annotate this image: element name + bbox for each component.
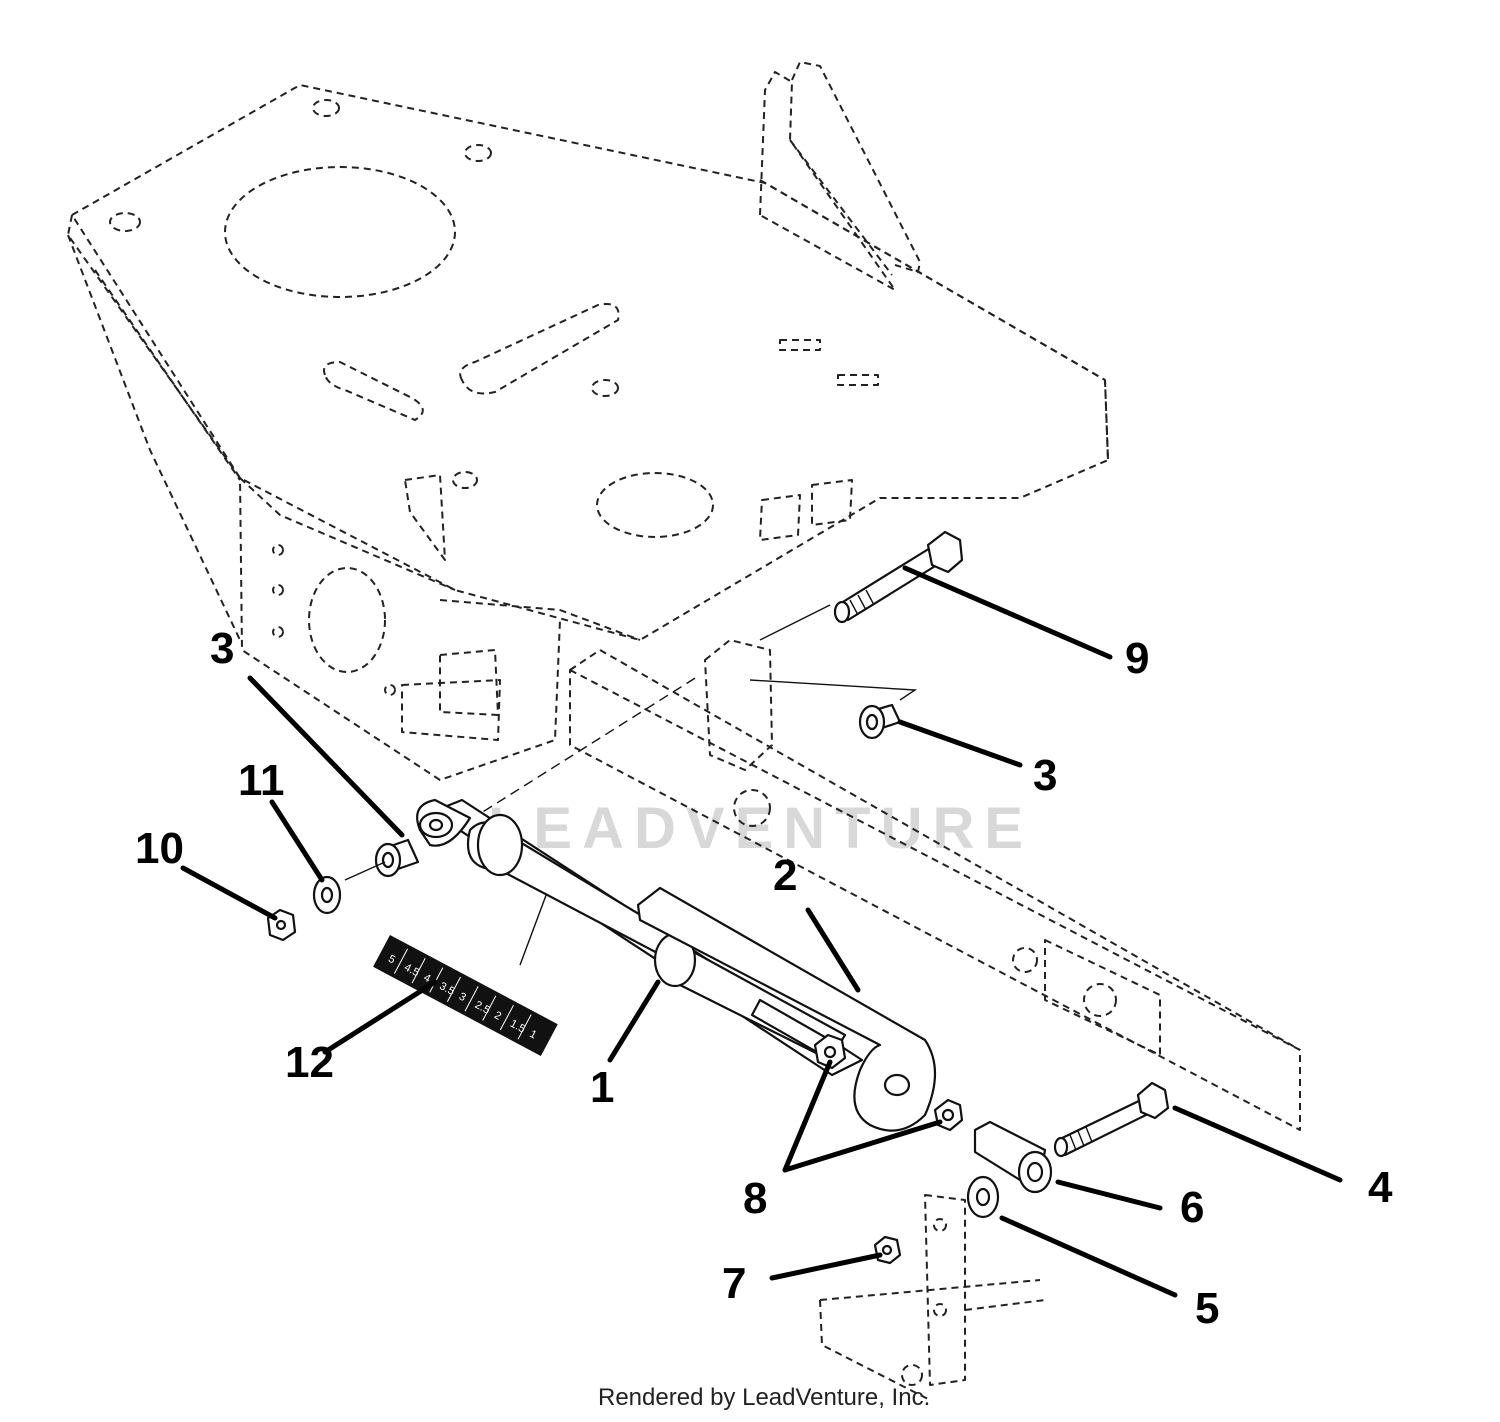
part-9-bolt[interactable] <box>833 530 964 624</box>
decal-label-0: 5 <box>386 953 397 966</box>
callout-9: 9 <box>1125 634 1149 683</box>
part-2-lift-arm[interactable] <box>636 886 937 1132</box>
part-8-nut-lower[interactable] <box>933 1098 964 1132</box>
decal-scale: 5 4.5 4 3.5 3 2.5 2 1.5 1 <box>386 953 538 1042</box>
callout-10: 10 <box>135 824 184 873</box>
callout-11: 11 <box>238 756 285 805</box>
callout-7: 7 <box>722 1259 746 1308</box>
callout-3-right: 3 <box>1033 751 1057 800</box>
callout-3-left: 3 <box>210 624 234 673</box>
mower-frame <box>67 61 1301 1401</box>
part-7-nut[interactable] <box>873 1235 902 1265</box>
callout-5: 5 <box>1195 1284 1219 1333</box>
callout-8: 8 <box>743 1174 767 1223</box>
decal-label-2: 4 <box>421 972 432 985</box>
decal-label-6: 2 <box>492 1009 503 1022</box>
part-3-spacer-right[interactable] <box>858 703 902 740</box>
rendered-by-credit: Rendered by LeadVenture, Inc. <box>598 1384 930 1411</box>
decal-label-4: 3 <box>457 990 468 1003</box>
part-1-lift-cylinder[interactable] <box>416 798 864 1077</box>
part-6-rod-end[interactable] <box>973 1120 1053 1194</box>
part-4-bolt[interactable] <box>1053 1081 1170 1158</box>
part-11-washer[interactable] <box>312 875 342 915</box>
callout-labels: 1 2 3 3 4 5 6 7 8 9 10 11 12 <box>135 624 1393 1333</box>
watermark-text: LEADVENTURE <box>488 796 1033 861</box>
part-12-height-decal[interactable]: 5 4.5 4 3.5 3 2.5 2 1.5 1 <box>373 935 558 1056</box>
callout-4: 4 <box>1368 1163 1393 1212</box>
part-3-spacer-left[interactable] <box>344 838 420 881</box>
callout-1: 1 <box>590 1063 614 1112</box>
callout-2: 2 <box>773 851 797 900</box>
decal-label-8: 1 <box>527 1028 538 1041</box>
leader-lines <box>180 565 1343 1298</box>
part-8-nut-upper[interactable] <box>813 1033 847 1070</box>
part-5-washer[interactable] <box>966 1175 1000 1219</box>
callout-12: 12 <box>285 1038 334 1087</box>
callout-6: 6 <box>1180 1183 1204 1232</box>
